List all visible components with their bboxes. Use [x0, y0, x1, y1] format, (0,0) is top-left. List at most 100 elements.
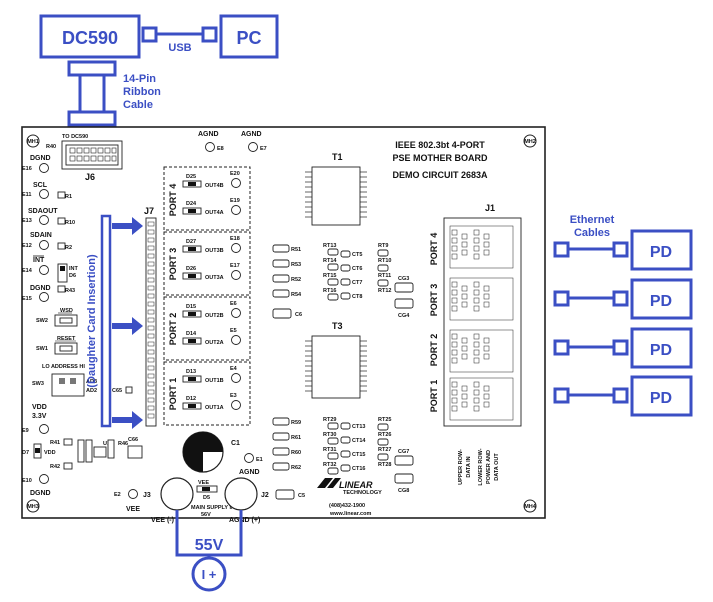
pd-label-2: PD [650, 293, 672, 310]
svg-text:R62: R62 [291, 465, 301, 471]
ribbon-label-3: Cable [123, 99, 153, 111]
svg-text:AD3: AD3 [86, 379, 97, 385]
svg-text:E14: E14 [22, 268, 33, 274]
port-group-4: PORT 4 D25 OUT4B E20 D24 OUT4A E19 [163, 166, 251, 231]
svg-text:RT13: RT13 [323, 243, 336, 249]
j7-connector: J7 [144, 206, 157, 427]
rt-ct-bottom: RT29 RT30 RT31 RT32 CT13 CT14 CT15 CT16 … [323, 417, 414, 494]
svg-text:CG7: CG7 [398, 449, 409, 455]
arrow-right-icon [112, 411, 143, 429]
svg-text:CT5: CT5 [352, 252, 362, 258]
svg-text:RESET: RESET [57, 336, 76, 342]
svg-text:R52: R52 [291, 277, 301, 283]
port-group-3: PORT 3 D27 OUT3B E18 D26 OUT3A E17 [163, 231, 251, 296]
svg-text:OUT1B: OUT1B [205, 378, 224, 384]
svg-text:D26: D26 [186, 266, 196, 272]
u1-area: U1 R46 C66 [77, 437, 143, 463]
svg-text:D24: D24 [186, 201, 197, 207]
ethernet-label-1: Ethernet [570, 214, 615, 226]
svg-text:E2: E2 [114, 492, 121, 498]
svg-text:SW1: SW1 [36, 346, 48, 352]
svg-text:E7: E7 [260, 146, 267, 152]
svg-text:RT31: RT31 [323, 447, 336, 453]
svg-text:E20: E20 [230, 171, 240, 177]
transformer-t3: T3 [305, 321, 367, 399]
j6-label: J6 [85, 172, 95, 182]
left-test-points: DGND E16 SCL E11 R1 SDAOUT E13 R10 SDAIN… [22, 155, 79, 302]
svg-text:OUT2A: OUT2A [205, 340, 224, 346]
svg-text:LO ADDRESS HI: LO ADDRESS HI [42, 364, 85, 370]
vdd-section: VDD 3.3V E9 R41 D7 VDD R42 E10 DGND [22, 404, 73, 497]
svg-text:E15: E15 [22, 296, 32, 302]
rt-ct-top: RT13 RT14 RT15 RT16 CT5 CT6 CT7 CT8 RT9 … [323, 243, 414, 319]
svg-text:AGND: AGND [198, 131, 219, 138]
svg-text:R46: R46 [118, 441, 128, 447]
svg-text:AGND: AGND [239, 469, 260, 476]
svg-text:POWER AND: POWER AND [486, 450, 492, 484]
svg-text:D7: D7 [22, 450, 29, 456]
svg-text:TECHNOLOGY: TECHNOLOGY [343, 490, 382, 496]
transformer-t1: T1 [305, 152, 367, 226]
supply-symbol: I + [202, 567, 217, 582]
daughter-card-label: (Daughter Card Insertion) [86, 254, 98, 388]
svg-text:RT32: RT32 [323, 462, 336, 468]
agnd-test-points: AGND E8 AGND E7 [198, 131, 267, 152]
svg-text:RT15: RT15 [323, 273, 336, 279]
power-jacks: E2 J3 VEE VEE D5 MAIN SUPPLY IN 56V J2 V… [114, 477, 269, 524]
svg-text:WSD: WSD [60, 308, 73, 314]
svg-text:RT16: RT16 [323, 288, 336, 294]
svg-text:DGND: DGND [30, 490, 51, 497]
board-title-line1: IEEE 802.3bt 4-PORT [395, 140, 485, 150]
svg-text:OUT2B: OUT2B [205, 313, 224, 319]
svg-text:D27: D27 [186, 239, 196, 245]
svg-text:CG4: CG4 [398, 313, 410, 319]
svg-text:R40: R40 [46, 144, 56, 150]
svg-text:CT16: CT16 [352, 466, 365, 472]
svg-text:J3: J3 [143, 492, 151, 499]
svg-text:E13: E13 [22, 218, 32, 224]
svg-text:OUT1A: OUT1A [205, 405, 224, 411]
svg-text:SCL: SCL [33, 182, 48, 189]
svg-text:PORT 4: PORT 4 [429, 233, 439, 266]
svg-text:LOWER ROW-: LOWER ROW- [478, 448, 484, 485]
svg-text:RT14: RT14 [323, 258, 337, 264]
svg-text:RT10: RT10 [378, 258, 391, 264]
capacitor-c1: C1 E1 AGND [182, 431, 263, 476]
daughter-card-insertion: (Daughter Card Insertion) [86, 214, 143, 429]
svg-text:C5: C5 [298, 493, 305, 499]
pd-label-4: PD [650, 390, 672, 407]
svg-text:C66: C66 [128, 437, 138, 443]
port-group-1: PORT 1 D13 OUT1B E4 D12 OUT1A E3 [163, 361, 251, 426]
svg-text:CG8: CG8 [398, 488, 409, 494]
svg-text:AGND (+): AGND (+) [229, 517, 260, 524]
svg-text:VDD: VDD [44, 450, 56, 456]
svg-text:MH1: MH1 [27, 139, 39, 145]
svg-text:E1: E1 [256, 457, 263, 463]
j6-header: TO DC590 R40 J6 [46, 134, 123, 182]
svg-text:56V: 56V [201, 512, 211, 518]
svg-text:RT9: RT9 [378, 243, 388, 249]
svg-text:SW3: SW3 [32, 381, 44, 387]
resistors-bottom: R59 R61 R60 R62 C5 [272, 417, 305, 500]
svg-text:E19: E19 [230, 198, 240, 204]
svg-text:CT14: CT14 [352, 438, 366, 444]
svg-text:CT6: CT6 [352, 266, 362, 272]
mounting-holes: MH1 MH2 MH3 MH4 [26, 134, 537, 513]
svg-text:PORT 1: PORT 1 [429, 380, 439, 413]
svg-text:PORT 1: PORT 1 [168, 378, 178, 411]
svg-text:RT30: RT30 [323, 432, 336, 438]
svg-text:INT: INT [69, 266, 79, 272]
svg-text:PORT 4: PORT 4 [168, 184, 178, 217]
ribbon-label-2: Ribbon [123, 86, 161, 98]
ribbon-cable: 14-Pin Ribbon Cable [67, 60, 161, 127]
svg-text:MH2: MH2 [524, 139, 536, 145]
svg-text:D5: D5 [203, 495, 210, 501]
svg-text:R60: R60 [291, 450, 301, 456]
arrow-right-icon [112, 317, 143, 335]
board-title-line2: PSE MOTHER BOARD [392, 153, 488, 163]
svg-text:D6: D6 [69, 273, 76, 279]
j7-label: J7 [144, 206, 154, 216]
svg-text:VEE: VEE [126, 506, 140, 513]
usb-cable: USB [141, 26, 218, 54]
